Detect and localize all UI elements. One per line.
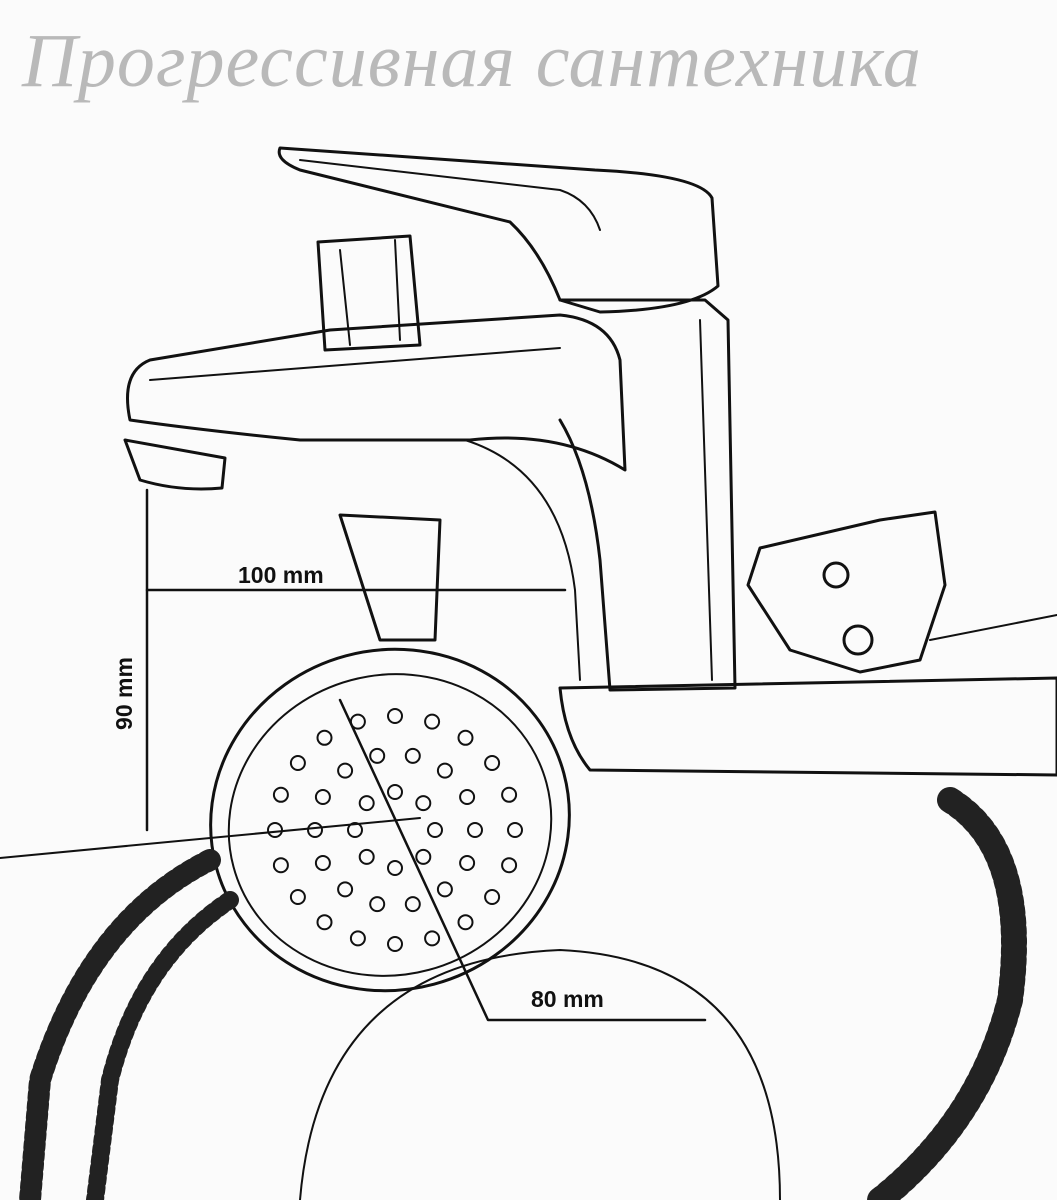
shower-nozzle [316,914,333,931]
shower-nozzle [307,822,323,838]
shower-nozzle [387,784,403,800]
shower-nozzle [501,857,518,874]
watermark-text: Прогрессивная сантехника [22,19,922,103]
shower-nozzle [289,889,306,905]
shower-nozzle [387,936,403,952]
shower-nozzles [267,708,523,952]
shower-nozzle [436,881,453,898]
shower-nozzle [467,822,483,838]
shower-nozzle [404,896,421,913]
shower-nozzle [424,930,441,947]
shower-nozzle [436,762,453,779]
shower-nozzle [484,889,501,905]
shower-nozzle [358,848,375,865]
shower-nozzle [358,795,375,812]
shower-nozzle [501,786,518,803]
shower-diameter-label: 80 mm [531,986,604,1012]
shower-nozzle [337,881,354,898]
spout-reach-label: 100 mm [238,562,324,588]
shower-nozzle [369,896,386,913]
faucet-body [558,298,737,692]
shower-nozzle [387,860,403,876]
shower-nozzle [415,795,432,812]
shower-nozzle [459,789,476,805]
shower-handle [558,676,1057,777]
shower-nozzle [272,857,289,874]
shower-nozzle [349,713,366,730]
diverter-knob [316,234,422,352]
shower-nozzle [316,729,333,746]
bowl-rim [299,949,781,1200]
shower-nozzle [427,822,443,838]
dimension-line-diagonal [338,698,707,1022]
shower-nozzle [314,789,331,805]
shower-nozzle [484,755,501,771]
hose-right [867,787,1027,1200]
shower-nozzle [459,855,476,871]
shower-nozzle [457,914,474,931]
shower-bracket [746,510,947,674]
shower-nozzle [424,713,441,730]
shower-nozzle [289,755,306,771]
shower-nozzle [387,708,403,724]
shower-nozzle [457,729,474,746]
lever-handle [277,146,720,314]
shower-nozzle [507,822,523,838]
shower-nozzle [267,822,283,838]
spout [126,313,627,472]
hose-left [19,849,221,1200]
shower-nozzle [369,747,386,764]
shower-nozzle [337,762,354,779]
shower-nozzle [314,855,331,871]
aerator [123,438,227,491]
shower-nozzle [349,930,366,947]
countertop-edge-right [929,614,1057,641]
connector [338,513,442,642]
shower-nozzle [404,747,421,764]
spout-height-label: 90 mm [110,657,137,730]
shower-nozzle [347,822,363,838]
shower-nozzle [272,786,289,803]
shower-nozzle [415,848,432,865]
